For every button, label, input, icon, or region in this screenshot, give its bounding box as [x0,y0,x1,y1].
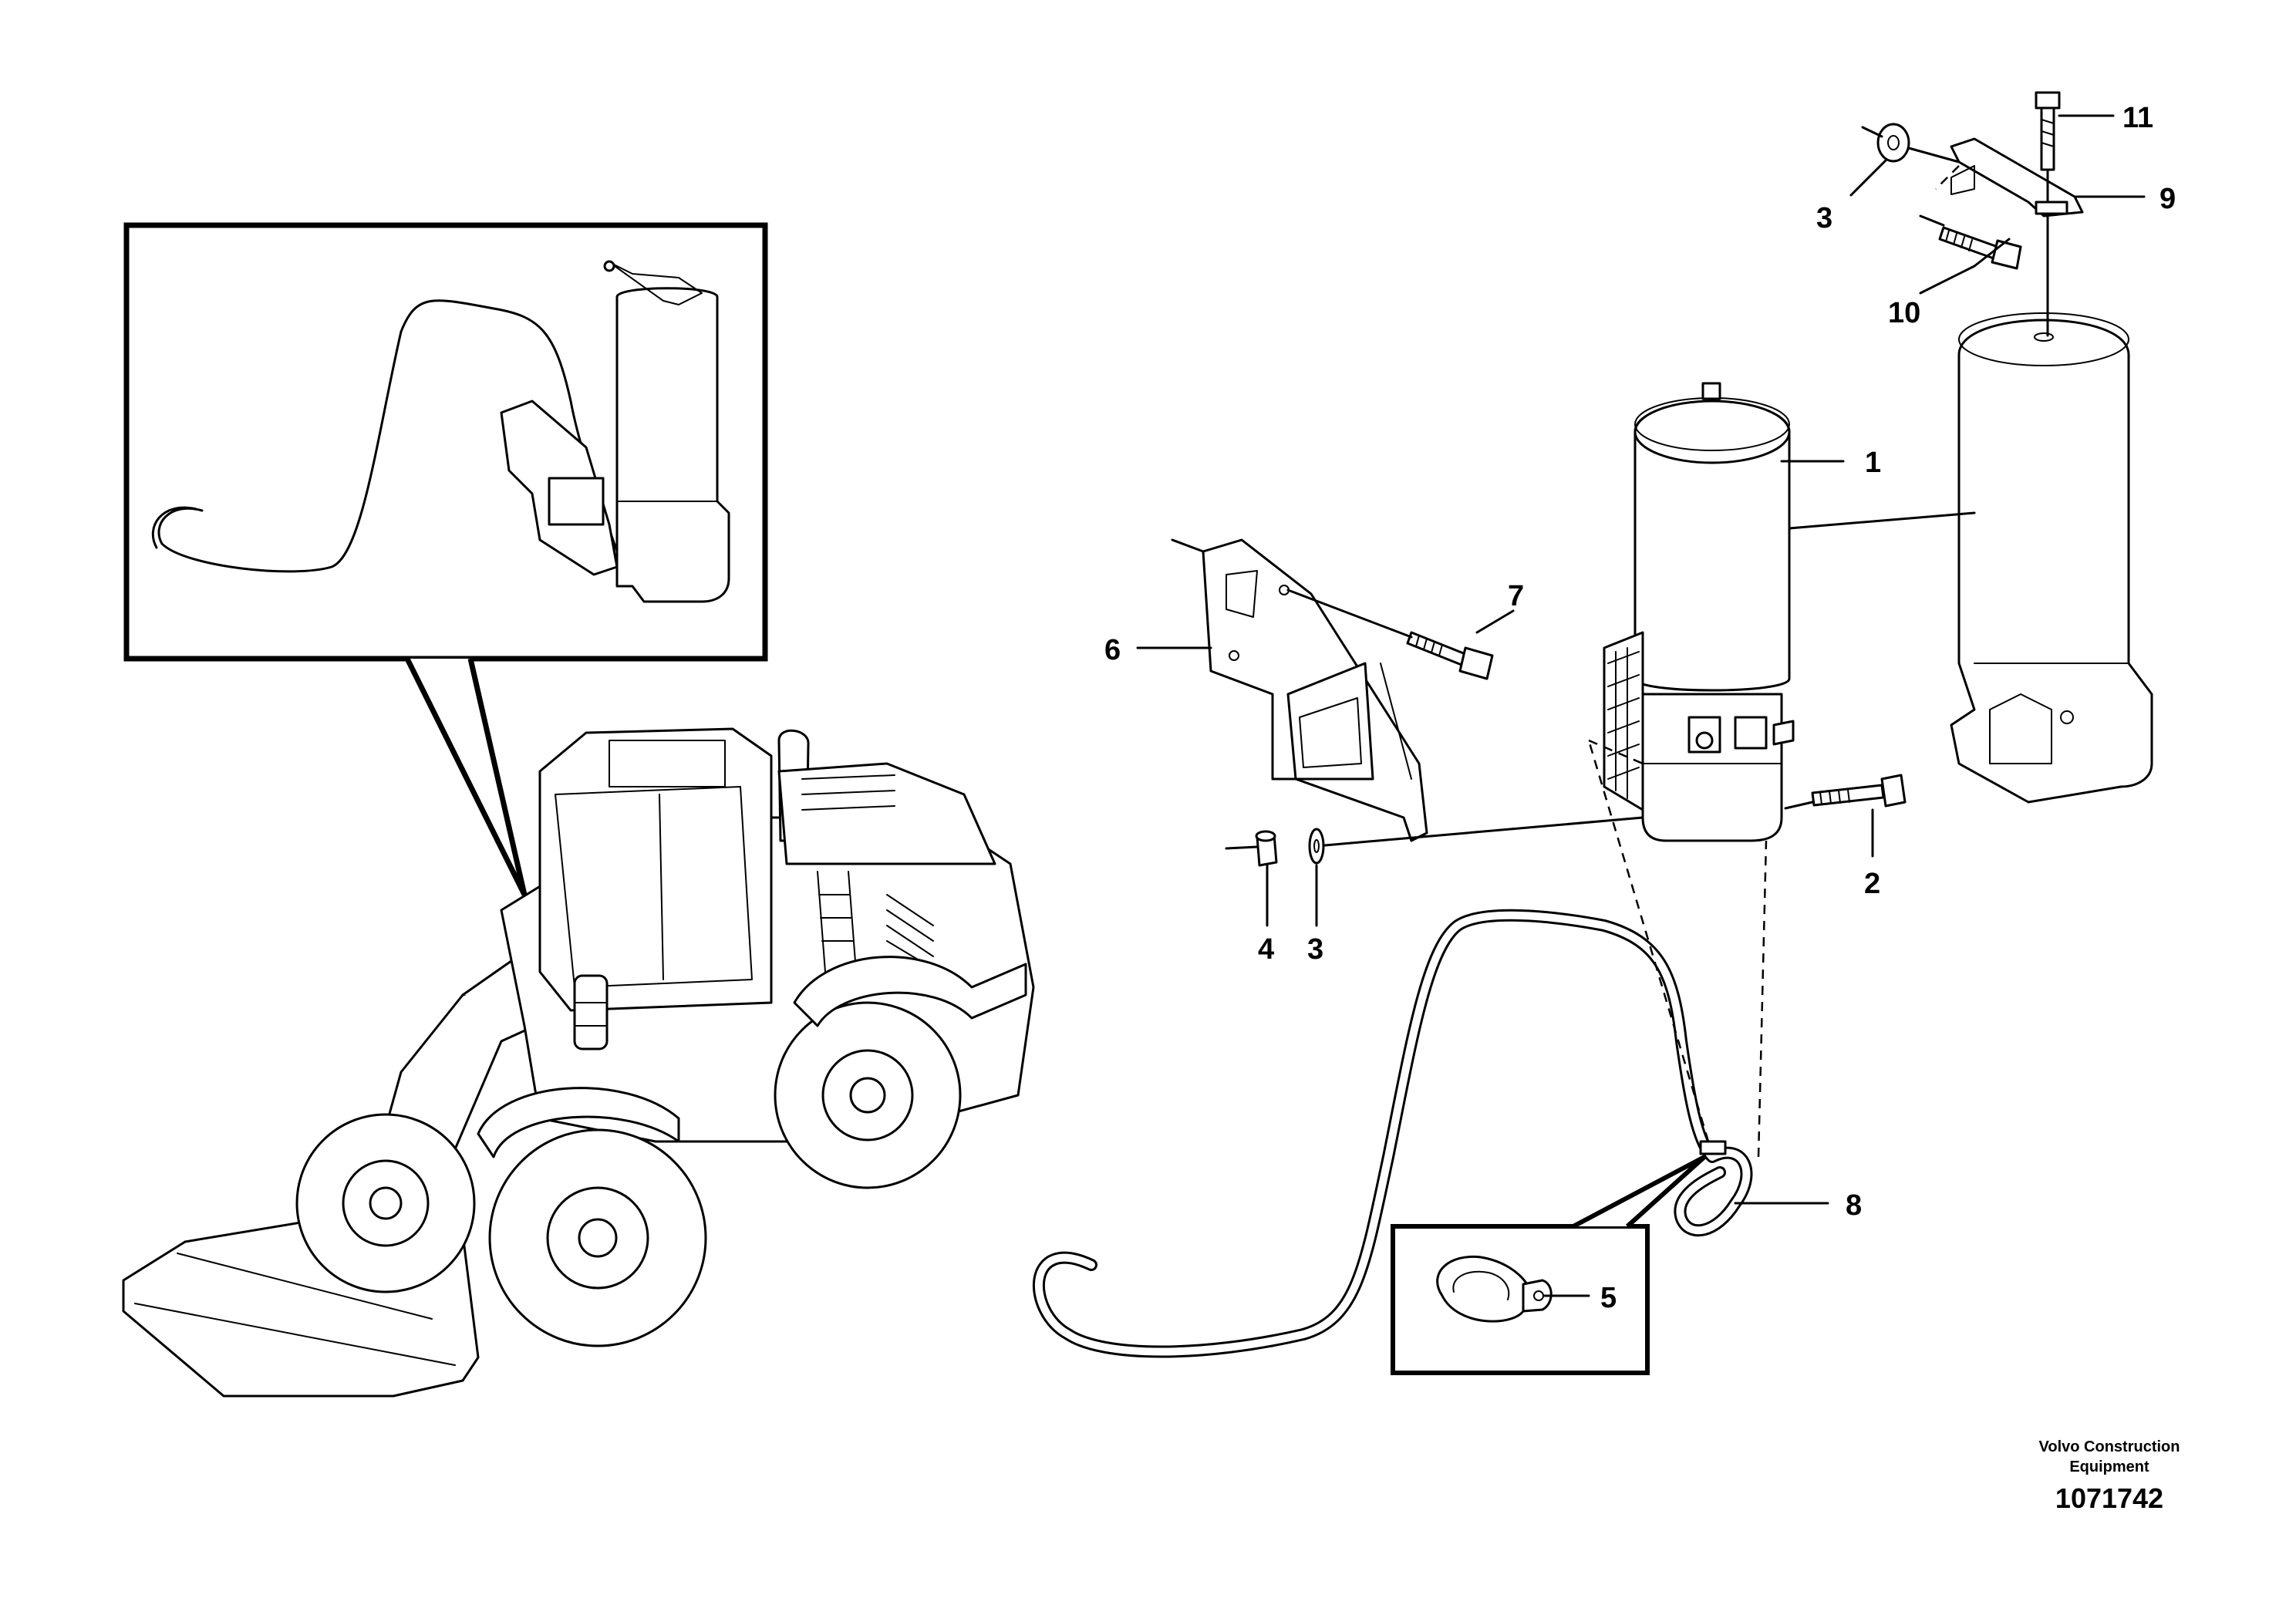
mounting-bracket-icon [1171,538,1428,842]
hose-icon [1033,909,1753,1358]
bolt-icon-2 [1784,774,1907,810]
inset-detail-view [123,222,768,896]
callout-9: 9 [2159,183,2176,215]
hose-clamp-icon [1436,1255,1553,1323]
callout-8: 8 [1846,1189,1862,1222]
callout-4: 4 [1258,933,1274,966]
callout-6: 6 [1104,634,1121,666]
nut-icon [1255,830,1278,867]
callout-11: 11 [2122,102,2153,134]
callout-3-bottom: 3 [1307,933,1323,966]
dashed-guide-3 [1757,840,1768,1158]
callout-1: 1 [1865,447,1881,479]
dashed-guide-1 [1587,740,1710,1142]
leader-10-a [1973,238,2011,268]
dashed-guide-2 [1588,739,1644,765]
callout-3-top: 3 [1816,202,1832,234]
callout-5: 5 [1600,1282,1617,1314]
callout-10: 10 [1888,297,1920,329]
bolt-icon-7 [1286,588,1494,680]
callout-7: 7 [1508,580,1524,612]
leader-7 [1475,609,1515,634]
alternate-reservoir-icon [1950,312,2153,804]
credit-line-2: Equipment [2069,1458,2149,1475]
clamp-detail-view [1391,1155,1707,1375]
grease-reservoir-icon [1603,382,1795,842]
wheel-loader-icon [122,727,1035,1398]
washer-icon-top [1861,123,1961,164]
document-number: 1071742 [2055,1482,2163,1514]
washer-icon-bottom [1308,828,1325,865]
leader-1b [1788,511,1976,530]
bolt-icon-11 [2035,91,2061,337]
top-bracket-icon [1950,137,2084,218]
leader-10 [1919,265,1976,295]
axis-line-bolt [1323,816,1644,847]
dashed-guide-4 [1935,165,1960,190]
leader-lines [1136,114,2146,1297]
credit-line-1: Volvo Construction [2039,1438,2180,1455]
callout-2: 2 [1864,868,1880,900]
callout-labels: 1 2 3 3 4 5 6 7 8 9 10 11 [1104,102,2176,1314]
axis-line-left [1225,845,1259,850]
leader-3a [1849,159,1887,197]
